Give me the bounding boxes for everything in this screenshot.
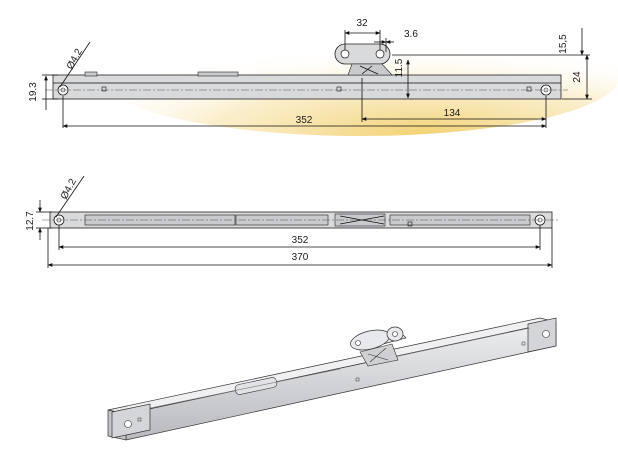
top-view-bar [52, 74, 562, 100]
dim-top-height: 15,5 [558, 34, 569, 54]
dim-hole-diameter-top: Ø4.2 [65, 47, 85, 72]
dim-hole-span-top: 352 [296, 115, 313, 126]
dim-small-height: 11.5 [394, 58, 405, 77]
dim-tab-offset: 3.6 [404, 29, 418, 40]
dim-hole-diameter-side: Ø4.2 [59, 177, 79, 202]
dim-tab-width: 32 [356, 18, 368, 29]
iso-tab [350, 326, 407, 367]
dim-side-height: 24 [572, 71, 583, 83]
dim-hole-span-side: 352 [292, 235, 309, 246]
dim-overall-height: 19.3 [28, 82, 39, 102]
iso-bar-front [125, 321, 557, 441]
top-view: 32 3.6 15,5 24 11.5 19.3 Ø4.2 352 134 [28, 16, 618, 136]
side-view: 12.7 Ø4.2 352 370 [25, 175, 560, 268]
iso-bar-top [107, 317, 557, 415]
isometric-view [107, 317, 557, 441]
top-view-slot-mid [197, 71, 239, 77]
top-view-slot-left [84, 71, 98, 77]
dim-tab-position: 134 [444, 108, 461, 119]
dim-side-height-small: 12.7 [25, 211, 36, 231]
top-view-tab [334, 43, 393, 76]
dim-overall-length: 370 [292, 252, 309, 263]
